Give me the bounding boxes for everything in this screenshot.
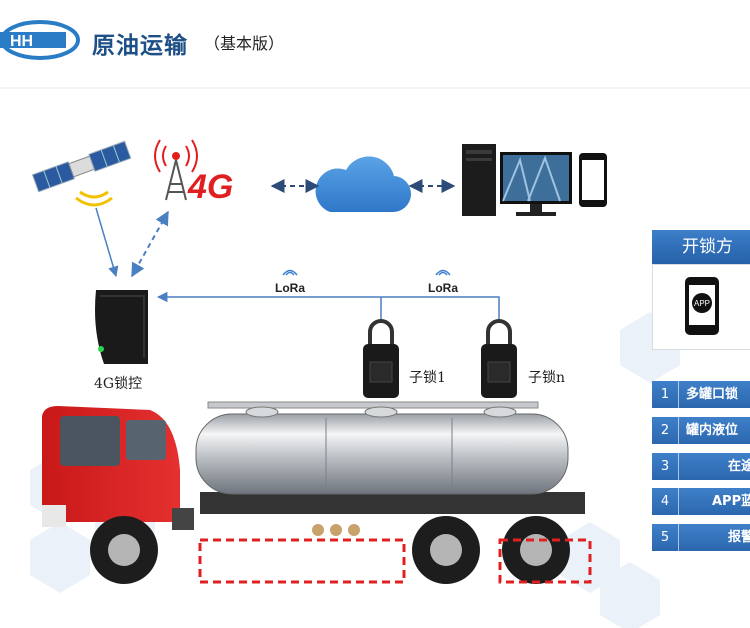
lora-signal-icon <box>282 269 298 276</box>
lock-controller-label: 4G锁控 <box>94 376 143 392</box>
lora-label-right: LoRa <box>418 268 468 296</box>
4g-lock-controller <box>95 290 148 364</box>
svg-text:APP: APP <box>694 299 710 308</box>
app-phone-icon: APP <box>685 277 719 335</box>
page-title: 原油运输 <box>92 33 188 59</box>
sub-lock-n-label: 子锁n <box>528 370 566 386</box>
cell-tower-icon <box>154 139 198 201</box>
feature-row-1: 1 多罐口锁 <box>652 381 750 408</box>
lora-bus-line <box>156 291 500 322</box>
phone-icon <box>579 153 607 207</box>
feature-row-3: 3 在途 <box>652 453 750 480</box>
unlock-method-card: APP <box>652 264 750 350</box>
valve-area-highlight <box>198 538 406 584</box>
sub-lock-n-icon <box>481 319 517 398</box>
feature-row-2: 2 罐内液位 <box>652 417 750 444</box>
sub-lock-1-label: 子锁1 <box>409 370 446 386</box>
satellite-controller-link <box>95 207 119 278</box>
sub-lock-1-icon <box>363 319 399 398</box>
computer-icon <box>462 144 572 216</box>
feature-row-4: 4 APP蓝 <box>652 488 750 515</box>
company-logo: HH <box>0 20 80 60</box>
network-4g-label: 4G <box>187 168 233 206</box>
rear-area-highlight <box>498 538 592 584</box>
page-subtitle: （基本版） <box>204 34 285 53</box>
cloud-icon <box>315 156 412 213</box>
unlock-method-heading: 开锁方 <box>652 230 750 264</box>
satellite-icon <box>31 140 132 207</box>
svg-text:HH: HH <box>10 33 33 50</box>
lora-signal-icon <box>435 269 451 276</box>
feature-row-5: 5 报警 <box>652 524 750 551</box>
tanker-truck <box>42 401 585 584</box>
tower-controller-link <box>131 210 169 278</box>
lora-label-left: LoRa <box>265 268 315 296</box>
